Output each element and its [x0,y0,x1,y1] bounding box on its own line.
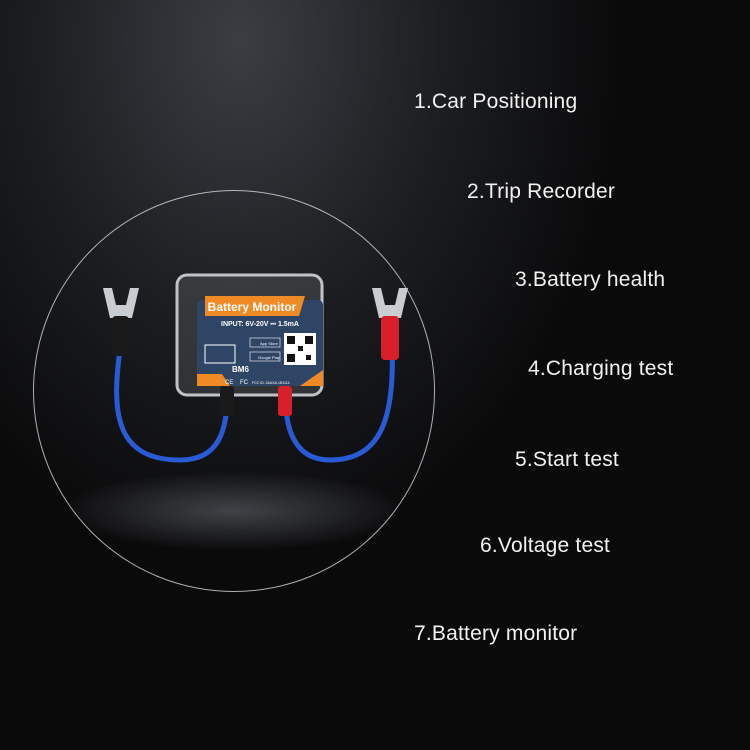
feature-trip-recorder: 2.Trip Recorder [467,180,616,203]
feature-start-test: 5.Start test [515,448,619,471]
device-input: INPUT: 6V-20V ⎓ 1.5mA [221,321,299,328]
feature-battery-monitor: 7.Battery monitor [414,622,578,645]
ce-mark: CE [225,380,233,386]
device-model: BM6 [232,365,249,374]
black-clamp [220,386,234,416]
device-title: Battery Monitor [208,300,297,314]
feature-car-positioning: 1.Car Positioning [414,90,578,113]
app-store-badge: App Store [260,341,279,346]
fcc-id: FCC ID: 2AAXA-1B1114 [252,381,290,385]
red-clamp [278,386,292,416]
fork-terminal-right [372,288,408,318]
feature-charging-test: 4.Charging test [528,357,674,380]
feature-battery-health: 3.Battery health [515,268,666,291]
feature-voltage-test: 6.Voltage test [480,534,611,557]
fc-mark: FC [240,380,249,386]
google-play-badge: Google Play [258,355,280,360]
blue-wire-left [114,349,231,463]
black-sleeve [112,316,129,356]
blue-wire-right [283,344,395,463]
red-sleeve [381,316,399,360]
fork-terminal-left [103,288,139,318]
